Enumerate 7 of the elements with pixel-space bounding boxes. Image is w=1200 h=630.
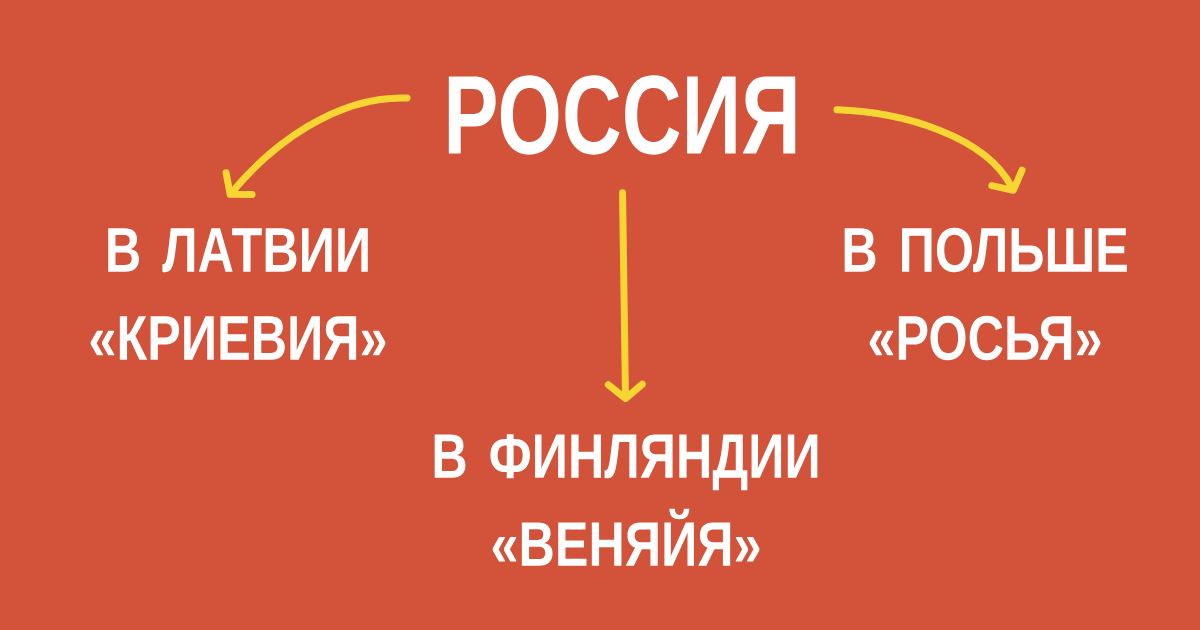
arrow bbox=[604, 189, 646, 402]
curved-arrow bbox=[833, 106, 1026, 194]
heading-text: РОССИЯ bbox=[448, 75, 796, 155]
text-label: В ПОЛЬШЕ «РОСЬЯ» bbox=[844, 227, 1127, 361]
curved-arrow bbox=[222, 94, 411, 199]
text-label: В ФИНЛЯНДИИ «ВЕНЯЙЯ» bbox=[434, 434, 818, 566]
text-label: В ЛАТВИИ «КРИЕВИЯ» bbox=[90, 228, 386, 360]
